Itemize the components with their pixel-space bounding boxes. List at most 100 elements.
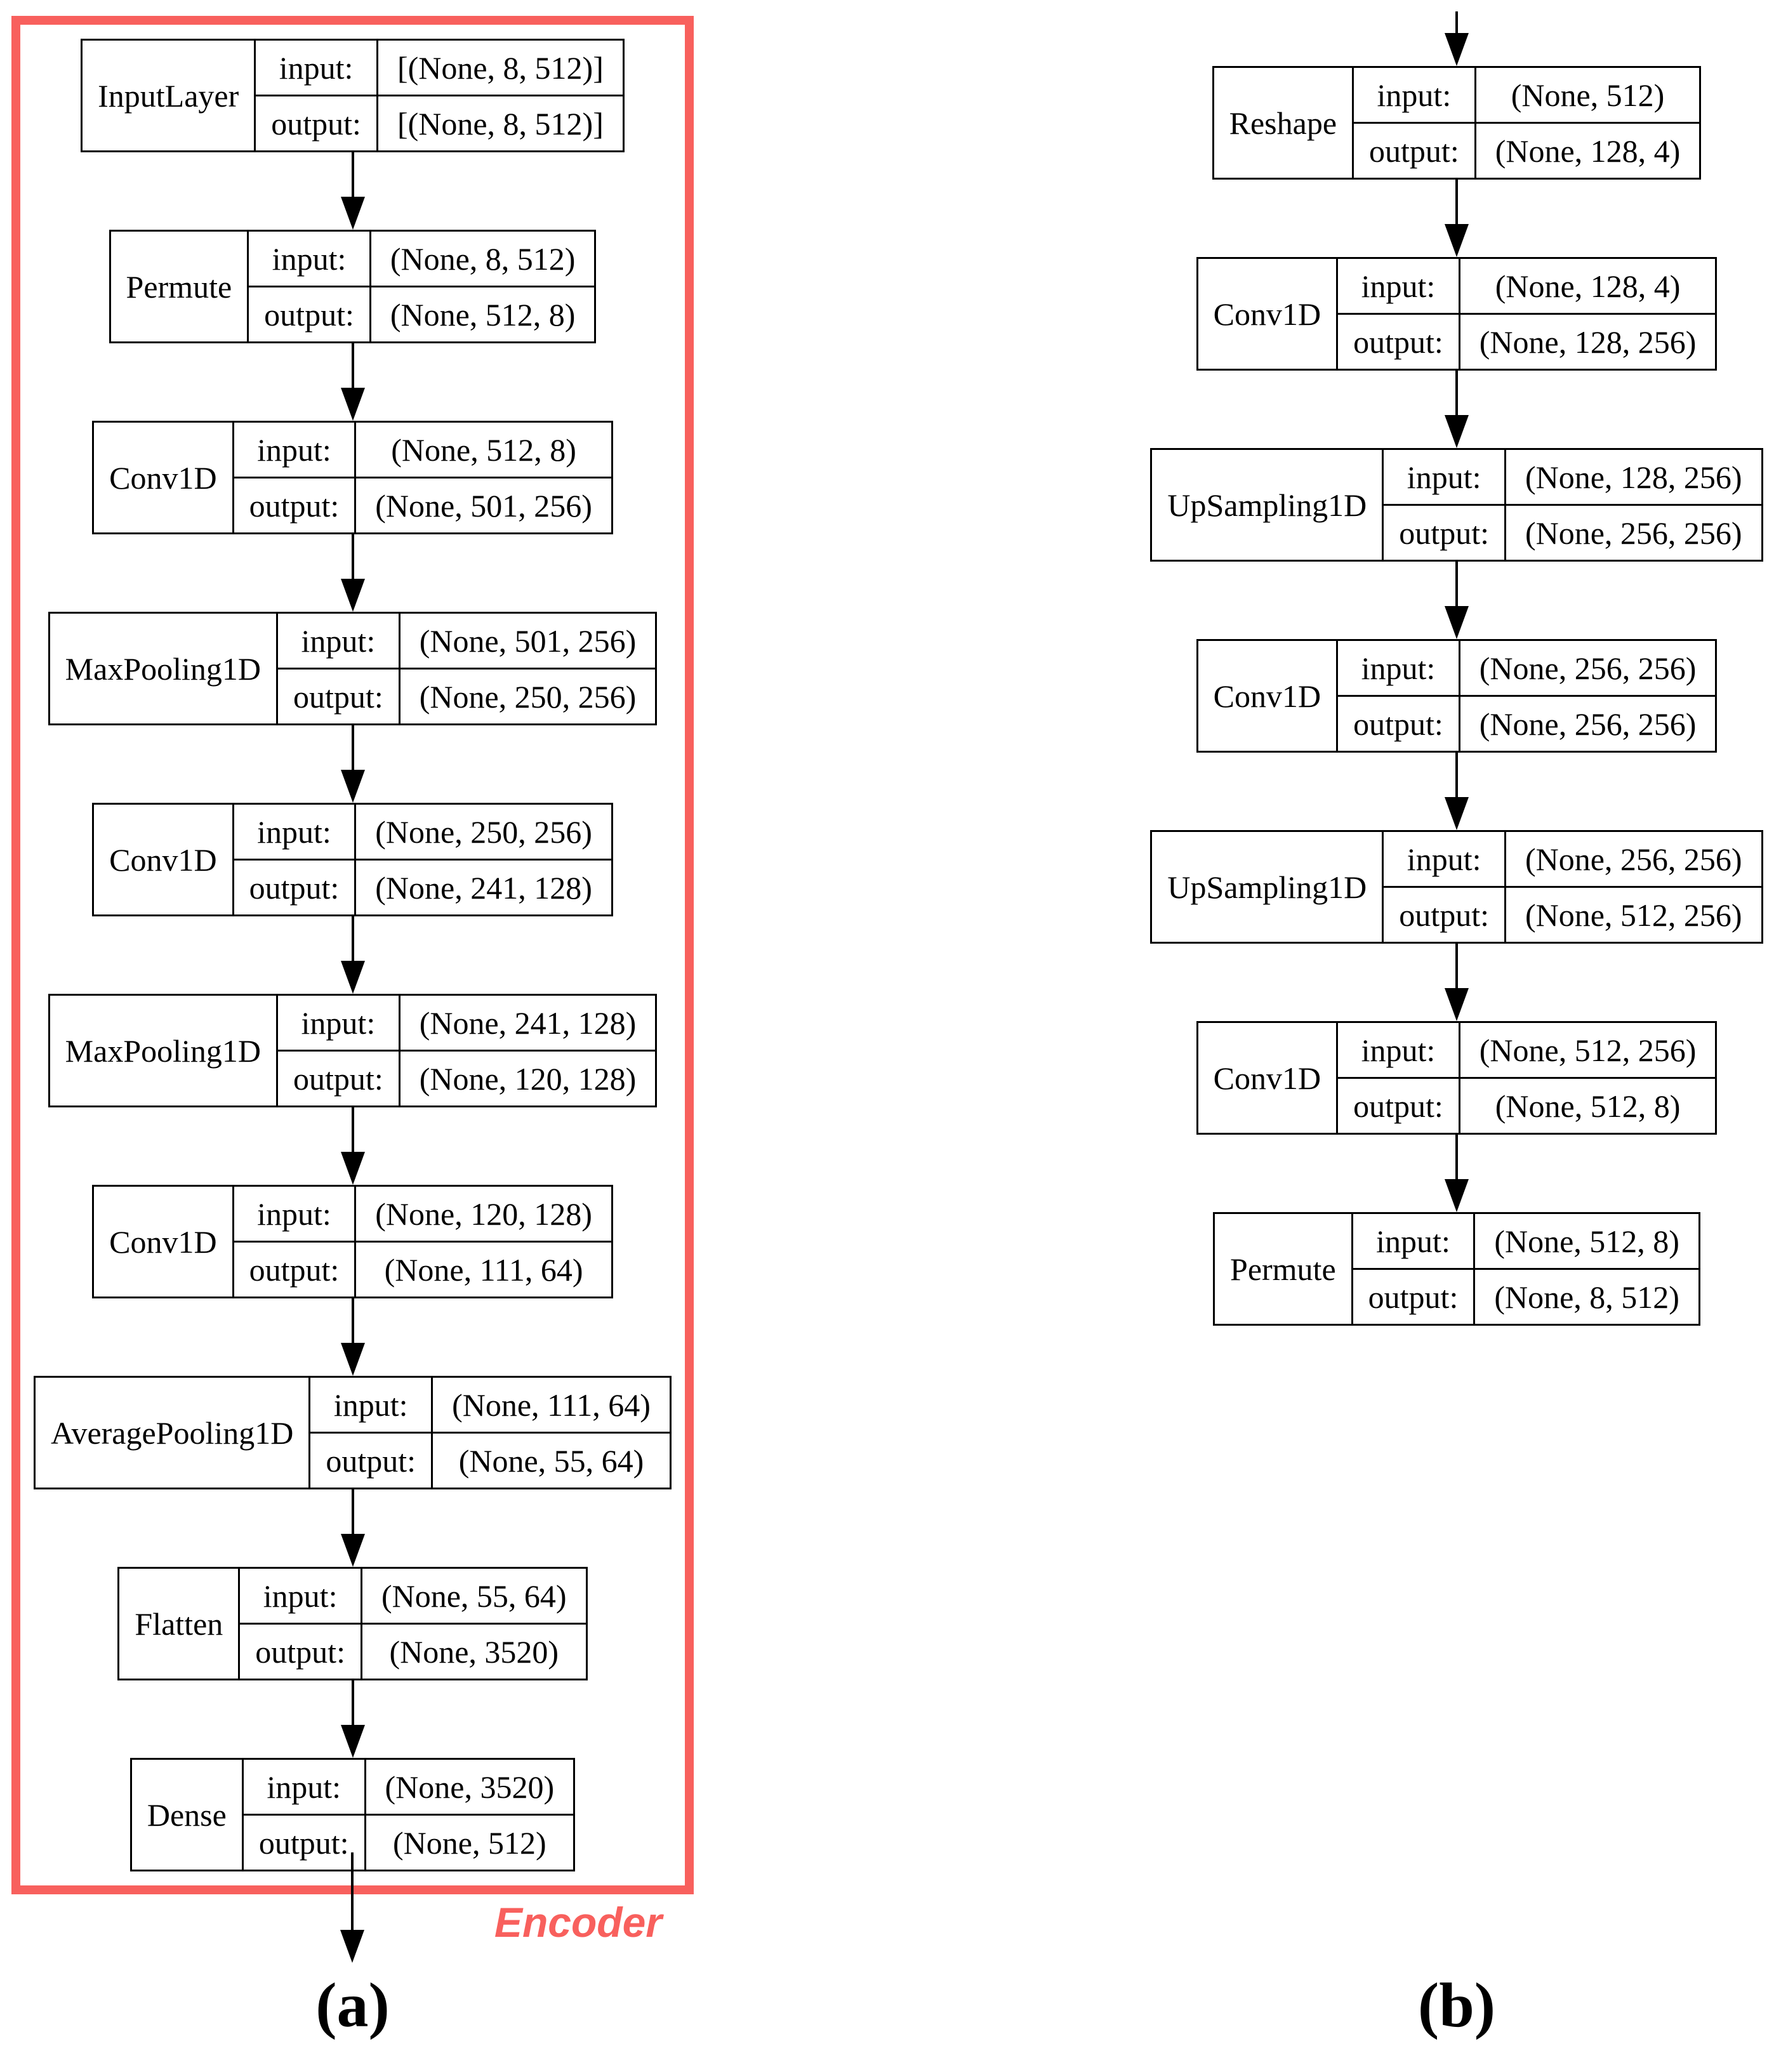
- layer-node: Conv1D input: (None, 256, 256) output: (…: [1196, 639, 1718, 753]
- output-shape: (None, 128, 256): [1458, 313, 1718, 371]
- arrow-shaft: [1455, 1135, 1458, 1179]
- input-label: input:: [232, 1185, 357, 1243]
- input-label: input:: [1352, 66, 1476, 124]
- layer-name: Conv1D: [92, 803, 234, 916]
- caption-a: (a): [315, 1970, 390, 2040]
- flow-arrow: [340, 916, 365, 994]
- input-label: input:: [241, 1758, 366, 1816]
- flow-arrow: [1444, 944, 1469, 1021]
- output-shape: (None, 512, 8): [369, 286, 597, 343]
- layer-node: MaxPooling1D input: (None, 241, 128) out…: [48, 994, 658, 1107]
- output-label: output:: [232, 477, 357, 534]
- input-label: input:: [276, 994, 401, 1052]
- arrow-shaft: [1455, 944, 1458, 988]
- layer-name: Conv1D: [92, 421, 234, 534]
- arrow-shaft: [1455, 11, 1458, 33]
- layer-node: Permute input: (None, 512, 8) output: (N…: [1213, 1212, 1700, 1326]
- flow-arrow: [340, 343, 365, 421]
- output-shape: (None, 501, 256): [354, 477, 613, 534]
- input-shape: (None, 3520): [364, 1758, 576, 1816]
- input-label: input:: [232, 803, 357, 861]
- output-shape: (None, 512): [364, 1814, 576, 1871]
- layer-node: MaxPooling1D input: (None, 501, 256) out…: [48, 612, 658, 725]
- layer-name: MaxPooling1D: [48, 612, 279, 725]
- layer-name: Dense: [129, 1758, 244, 1871]
- input-label: input:: [1382, 448, 1506, 506]
- arrow-shaft: [1455, 371, 1458, 415]
- arrow-head-icon: [340, 1930, 364, 1963]
- output-label: output:: [1336, 695, 1460, 753]
- input-shape: (None, 55, 64): [360, 1567, 588, 1625]
- input-shape: (None, 256, 256): [1458, 639, 1718, 697]
- arrow-shaft: [351, 152, 354, 197]
- encoder-group-label: Encoder: [494, 1899, 662, 1946]
- arrow-head-icon: [340, 1725, 365, 1758]
- flow-arrow: [340, 1489, 365, 1567]
- output-label: output:: [1336, 1077, 1460, 1135]
- output-shape: (None, 8, 512): [1473, 1268, 1700, 1326]
- input-label: input:: [1336, 639, 1460, 697]
- output-label: output:: [1351, 1268, 1476, 1326]
- arrow-head-icon: [1444, 224, 1469, 257]
- arrow-head-icon: [340, 1152, 365, 1185]
- layer-node: UpSampling1D input: (None, 128, 256) out…: [1150, 448, 1763, 562]
- layer-name: Permute: [1213, 1212, 1353, 1326]
- layer-node: InputLayer input: [(None, 8, 512)] outpu…: [81, 39, 625, 152]
- caption-b: (b): [1417, 1970, 1496, 2040]
- flow-arrow: [340, 152, 365, 230]
- input-shape: (None, 128, 256): [1504, 448, 1763, 506]
- layer-node: Flatten input: (None, 55, 64) output: (N…: [117, 1567, 588, 1680]
- arrow-head-icon: [340, 961, 365, 994]
- flow-arrow: [340, 1298, 365, 1376]
- layer-name: UpSampling1D: [1150, 830, 1384, 944]
- layer-name: InputLayer: [81, 39, 256, 152]
- arrow-shaft: [1455, 180, 1458, 224]
- output-label: output:: [247, 286, 371, 343]
- arrow-shaft: [351, 725, 354, 770]
- arrow-head-icon: [1444, 797, 1469, 830]
- layer-name: Conv1D: [1196, 639, 1339, 753]
- layer-name: Permute: [109, 230, 249, 343]
- input-label: input:: [1382, 830, 1506, 888]
- arrow-head-icon: [340, 1343, 365, 1376]
- input-label: input:: [1336, 1021, 1460, 1079]
- arrow-shaft: [351, 1852, 354, 1930]
- layer-node: AveragePooling1D input: (None, 111, 64) …: [34, 1376, 672, 1489]
- decoder-input-arrow: [1445, 11, 1469, 66]
- flow-arrow: [1444, 1135, 1469, 1212]
- input-label: input:: [276, 612, 401, 670]
- output-label: output:: [241, 1814, 366, 1871]
- input-label: input:: [232, 421, 357, 478]
- input-label: input:: [247, 230, 371, 287]
- input-label: input:: [308, 1376, 434, 1434]
- arrow-head-icon: [340, 388, 365, 421]
- output-shape: (None, 241, 128): [354, 859, 613, 916]
- arrow-head-icon: [340, 197, 365, 230]
- flow-arrow: [1444, 180, 1469, 257]
- layer-name: MaxPooling1D: [48, 994, 279, 1107]
- layer-name: AveragePooling1D: [34, 1376, 311, 1489]
- arrow-head-icon: [1444, 1179, 1469, 1212]
- output-shape: (None, 250, 256): [398, 668, 658, 725]
- layer-name: Conv1D: [92, 1185, 234, 1298]
- output-shape: (None, 55, 64): [431, 1432, 672, 1489]
- flow-arrow: [1444, 753, 1469, 830]
- output-label: output:: [1336, 313, 1460, 371]
- layer-name: UpSampling1D: [1150, 448, 1384, 562]
- input-shape: (None, 111, 64): [431, 1376, 672, 1434]
- arrow-shaft: [351, 1680, 354, 1725]
- input-shape: (None, 250, 256): [354, 803, 613, 861]
- layer-node: Conv1D input: (None, 512, 8) output: (No…: [92, 421, 613, 534]
- input-shape: (None, 241, 128): [398, 994, 658, 1052]
- output-shape: [(None, 8, 512)]: [376, 95, 625, 152]
- input-shape: (None, 128, 4): [1458, 257, 1718, 315]
- output-label: output:: [276, 1050, 401, 1107]
- output-label: output:: [308, 1432, 434, 1489]
- input-shape: (None, 8, 512): [369, 230, 597, 287]
- arrow-shaft: [351, 534, 354, 579]
- arrow-shaft: [351, 916, 354, 961]
- input-label: input:: [238, 1567, 362, 1625]
- arrow-head-icon: [1444, 988, 1469, 1021]
- input-shape: (None, 120, 128): [354, 1185, 613, 1243]
